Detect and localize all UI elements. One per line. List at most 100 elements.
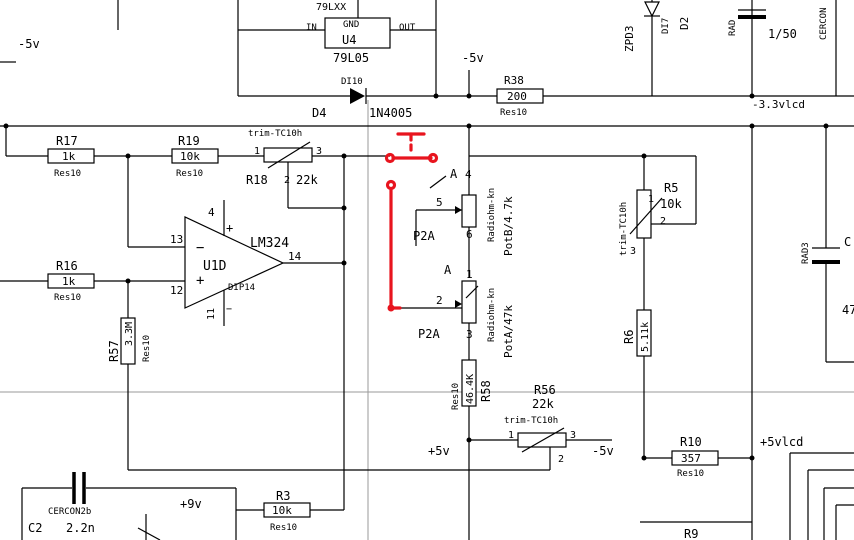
r19-ref: R19 [178, 134, 200, 148]
r19-type: Res10 [176, 169, 203, 179]
r3-type: Res10 [270, 523, 297, 533]
opamp-ref: U1D [203, 259, 227, 274]
r19-value: 10k [180, 150, 200, 163]
junction [341, 153, 347, 159]
c2-type: CERCON2b [48, 507, 91, 517]
junction [433, 93, 439, 99]
regulator-section: 79LXX GND IN OUT U4 79L05 DI10 D4 1N4005… [0, 0, 854, 120]
pota-type: Radiohm-kn [487, 288, 497, 342]
rad3-value: 47 [842, 303, 854, 317]
rail-neg5-mid: -5v [462, 51, 484, 65]
resistor-r57-group: 3.3M R57 Res10 [107, 281, 550, 471]
opamp-vminus-mark: − [226, 304, 232, 315]
regulator-gnd-pin: GND [343, 20, 359, 30]
diode-d2-symbol [644, 1, 660, 18]
r18-type: trim-TC10h [248, 129, 302, 139]
r56-pin3: 3 [570, 430, 576, 441]
r57-type: Res10 [142, 335, 152, 362]
r17-value: 1k [62, 150, 76, 163]
opamp-triangle [184, 216, 285, 309]
regulator-in-pin: IN [306, 23, 317, 33]
junction [641, 153, 647, 159]
opamp-pin-out: 14 [288, 250, 302, 263]
junction [341, 260, 347, 266]
guide-lines [0, 100, 854, 540]
input-resistor-chain: 1k R17 Res10 10k R19 Res10 trim-TC10h 1 … [47, 129, 390, 209]
r10-value: 357 [681, 452, 701, 465]
r3-value: 10k [272, 504, 292, 517]
r5-pin2: 2 [660, 216, 666, 227]
potb-pin-a: 4 [465, 168, 472, 181]
diode-d4-type: DI10 [341, 77, 363, 87]
pota-ref: P2A [418, 327, 440, 341]
junction-dots [3, 93, 829, 461]
pot-b-group: 5 4 6 A P2A Radiohm-kn PotB/4.7k [413, 126, 515, 278]
r18-pin2: 2 [284, 175, 290, 186]
rail-pos9: +9v [180, 497, 202, 511]
rail-neg5-lower: -5v [592, 444, 614, 458]
r56-type: trim-TC10h [504, 416, 558, 426]
r38-value: 200 [507, 90, 527, 103]
r58-type: Res10 [451, 383, 461, 410]
pot-pota [461, 280, 477, 324]
rail-pos5-mid: +5v [428, 444, 450, 458]
diode-d4-value: 1N4005 [369, 106, 412, 120]
r56-pin2: 2 [558, 454, 564, 465]
r6-ref: R6 [622, 330, 636, 344]
right-rails: +5vlcd R9 RAD3 C 47 [640, 126, 854, 540]
r38-ref: R38 [504, 74, 524, 87]
pota-wiper-arrow [455, 300, 462, 308]
r38-type: Res10 [500, 108, 527, 118]
r18-ref: R18 [246, 173, 268, 187]
red-markup [384, 132, 439, 312]
junction [641, 455, 647, 461]
opamp-type: LM324 [250, 236, 289, 251]
opamp-pin-noninv: 12 [170, 284, 183, 297]
r3-ref: R3 [276, 489, 290, 503]
potb-pin-b: 5 [436, 196, 443, 209]
cap-rad-value: 1/50 [768, 27, 797, 41]
r57-ref: R57 [107, 340, 121, 362]
pota-value: PotA/47k [502, 305, 515, 358]
pota-section: A [444, 263, 452, 277]
r5-pin3: 3 [630, 246, 636, 257]
r56-ref: R56 [534, 383, 556, 397]
c2-value: 2.2n [66, 521, 95, 535]
rail-neg3v3: -3.3vlcd [752, 98, 805, 111]
r5-value: 10k [660, 197, 682, 211]
pot-a-group: 2 1 3 A P2A Radiohm-kn PotA/47k [400, 263, 515, 360]
opamp-plus-sign: + [196, 273, 204, 289]
junction [749, 455, 755, 461]
r16-type: Res10 [54, 293, 81, 303]
rad3-ref: RAD3 [801, 242, 811, 264]
rail-neg5-left: -5v [18, 37, 40, 51]
rail-pos5vlcd: +5vlcd [760, 435, 803, 449]
r18-pin3: 3 [316, 146, 322, 157]
potb-ref: P2A [413, 229, 435, 243]
resistor-r6-group: 5.11k R6 [622, 309, 672, 459]
potb-pin-c: 6 [466, 228, 473, 241]
pota-pin-b: 2 [436, 294, 443, 307]
r16-ref: R16 [56, 259, 78, 273]
trimmer-r5-group: 1 2 3 R5 10k trim-TC10h [469, 155, 697, 310]
resistor-r10-group: 357 R10 Res10 [671, 435, 752, 479]
rad3-label-c: C [844, 235, 851, 249]
diode-d4-ref: D4 [312, 106, 326, 120]
potb-type: Radiohm-kn [487, 188, 497, 242]
potb-value: PotB/4.7k [502, 196, 515, 256]
regulator-u4 [324, 17, 391, 49]
cercon-top-ref: CERCON [819, 7, 829, 40]
markup-node-right [427, 152, 439, 164]
junction [125, 153, 131, 159]
trimmer-r56-group: +5v 1 3 2 R56 22k trim-TC10h -5v [428, 383, 614, 470]
diode-d2-type: DI7 [661, 18, 671, 34]
opamp-vplus-mark: + [226, 221, 233, 235]
diode-d4-symbol [350, 88, 365, 104]
r5-type: trim-TC10h [619, 202, 629, 256]
junction [466, 93, 472, 99]
junction [823, 123, 829, 129]
pot-potb [461, 194, 477, 228]
diode-d2-part: ZPD3 [623, 26, 636, 53]
r9-ref: R9 [684, 527, 698, 540]
